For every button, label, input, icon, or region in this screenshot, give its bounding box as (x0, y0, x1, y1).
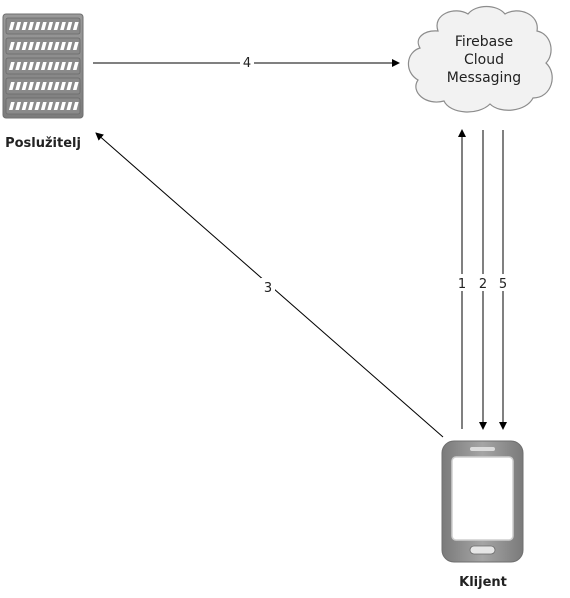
edge-5-label: 5 (499, 277, 507, 292)
edge-3-label: 3 (264, 281, 272, 296)
smartphone-icon (441, 440, 524, 563)
edge-2-label: 2 (479, 277, 487, 292)
edge-1-label: 1 (458, 277, 466, 292)
cloud-icon (407, 5, 553, 113)
fcm-label-line-1: Firebase (455, 34, 513, 50)
client-label: Klijent (459, 575, 507, 590)
server-rack-icon (2, 13, 84, 119)
fcm-label-line-2: Cloud (464, 52, 504, 68)
edge-4-label: 4 (243, 56, 251, 71)
server-label: Poslužitelj (5, 136, 81, 151)
fcm-label-line-3: Messaging (447, 70, 521, 86)
